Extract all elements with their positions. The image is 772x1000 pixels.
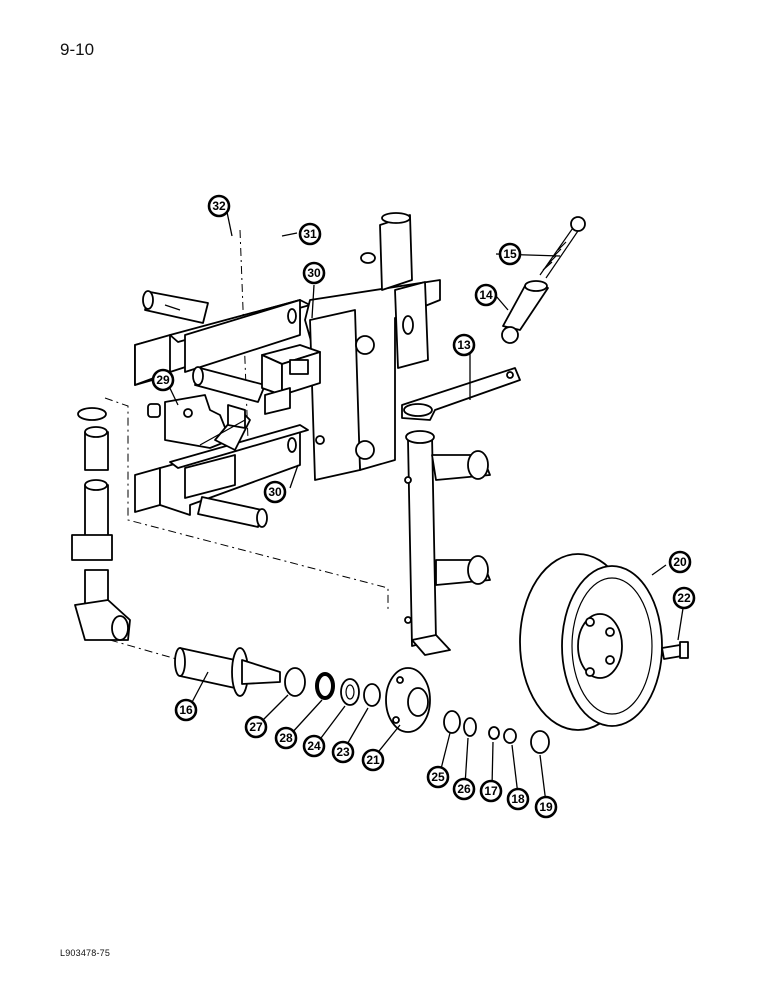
svg-text:31: 31 bbox=[303, 227, 317, 241]
hitch-bracket bbox=[199, 404, 251, 451]
wheel-rim bbox=[519, 553, 663, 731]
callout-15: 15 bbox=[498, 242, 522, 266]
callout-16: 16 bbox=[174, 698, 198, 722]
svg-text:30: 30 bbox=[307, 266, 321, 280]
callout-19: 19 bbox=[534, 795, 558, 819]
svg-text:30: 30 bbox=[268, 485, 282, 499]
callout-18: 18 bbox=[506, 787, 530, 811]
callout-28: 28 bbox=[274, 726, 298, 750]
callout-14: 14 bbox=[474, 283, 498, 307]
svg-text:27: 27 bbox=[249, 720, 263, 734]
steering-arm bbox=[401, 367, 521, 421]
callout-20: 20 bbox=[668, 550, 692, 574]
svg-text:24: 24 bbox=[307, 739, 321, 753]
lower-rod bbox=[197, 496, 268, 528]
svg-text:23: 23 bbox=[336, 745, 350, 759]
svg-text:14: 14 bbox=[479, 288, 493, 302]
wheel-bolt bbox=[661, 641, 689, 660]
bracket-plate bbox=[147, 394, 231, 449]
svg-text:29: 29 bbox=[156, 373, 170, 387]
seal-27 bbox=[284, 667, 306, 697]
nut-18 bbox=[503, 728, 517, 744]
assembly-centerlines bbox=[104, 229, 389, 661]
bearing-26 bbox=[463, 717, 477, 737]
callout-30-lower: 30 bbox=[263, 480, 287, 504]
support-column bbox=[404, 430, 491, 656]
callout-31: 31 bbox=[298, 222, 322, 246]
callout-25: 25 bbox=[426, 765, 450, 789]
seal-28 bbox=[315, 672, 335, 700]
figure-id: L903478-75 bbox=[60, 948, 111, 958]
upper-rod bbox=[142, 290, 209, 324]
callout-23: 23 bbox=[331, 740, 355, 764]
cap-19 bbox=[530, 730, 550, 754]
washer-17 bbox=[488, 726, 500, 740]
callout-32: 32 bbox=[207, 194, 231, 218]
svg-text:32: 32 bbox=[212, 199, 226, 213]
callout-29: 29 bbox=[151, 368, 175, 392]
callout-13: 13 bbox=[452, 333, 476, 357]
svg-text:21: 21 bbox=[366, 753, 380, 767]
cup-23 bbox=[363, 683, 381, 707]
callout-21: 21 bbox=[361, 748, 385, 772]
frame-lower-channel bbox=[134, 424, 309, 516]
top-post bbox=[360, 212, 429, 369]
svg-text:17: 17 bbox=[484, 784, 498, 798]
callout-26: 26 bbox=[452, 777, 476, 801]
callout-22: 22 bbox=[672, 586, 696, 610]
svg-text:20: 20 bbox=[673, 555, 687, 569]
callout-30-upper: 30 bbox=[302, 261, 326, 285]
callout-24: 24 bbox=[302, 734, 326, 758]
hub-21 bbox=[385, 667, 431, 733]
svg-text:25: 25 bbox=[431, 770, 445, 784]
middle-rod bbox=[192, 366, 266, 403]
mount-plate bbox=[304, 279, 441, 481]
page-number: 9-10 bbox=[60, 40, 95, 59]
stub-axle bbox=[174, 647, 281, 697]
tie-rod-assembly bbox=[501, 216, 586, 344]
callout-17: 17 bbox=[479, 779, 503, 803]
svg-text:26: 26 bbox=[457, 782, 471, 796]
leader-lines bbox=[166, 211, 685, 804]
svg-text:15: 15 bbox=[503, 247, 517, 261]
cup-25 bbox=[443, 710, 461, 734]
spindle-tube bbox=[71, 407, 131, 641]
bearing-24 bbox=[340, 678, 360, 706]
svg-text:28: 28 bbox=[279, 731, 293, 745]
svg-text:16: 16 bbox=[179, 703, 193, 717]
clevis-block bbox=[261, 344, 321, 415]
svg-text:19: 19 bbox=[539, 800, 553, 814]
svg-text:22: 22 bbox=[677, 591, 691, 605]
svg-text:18: 18 bbox=[511, 792, 525, 806]
callout-27: 27 bbox=[244, 715, 268, 739]
svg-text:13: 13 bbox=[457, 338, 471, 352]
